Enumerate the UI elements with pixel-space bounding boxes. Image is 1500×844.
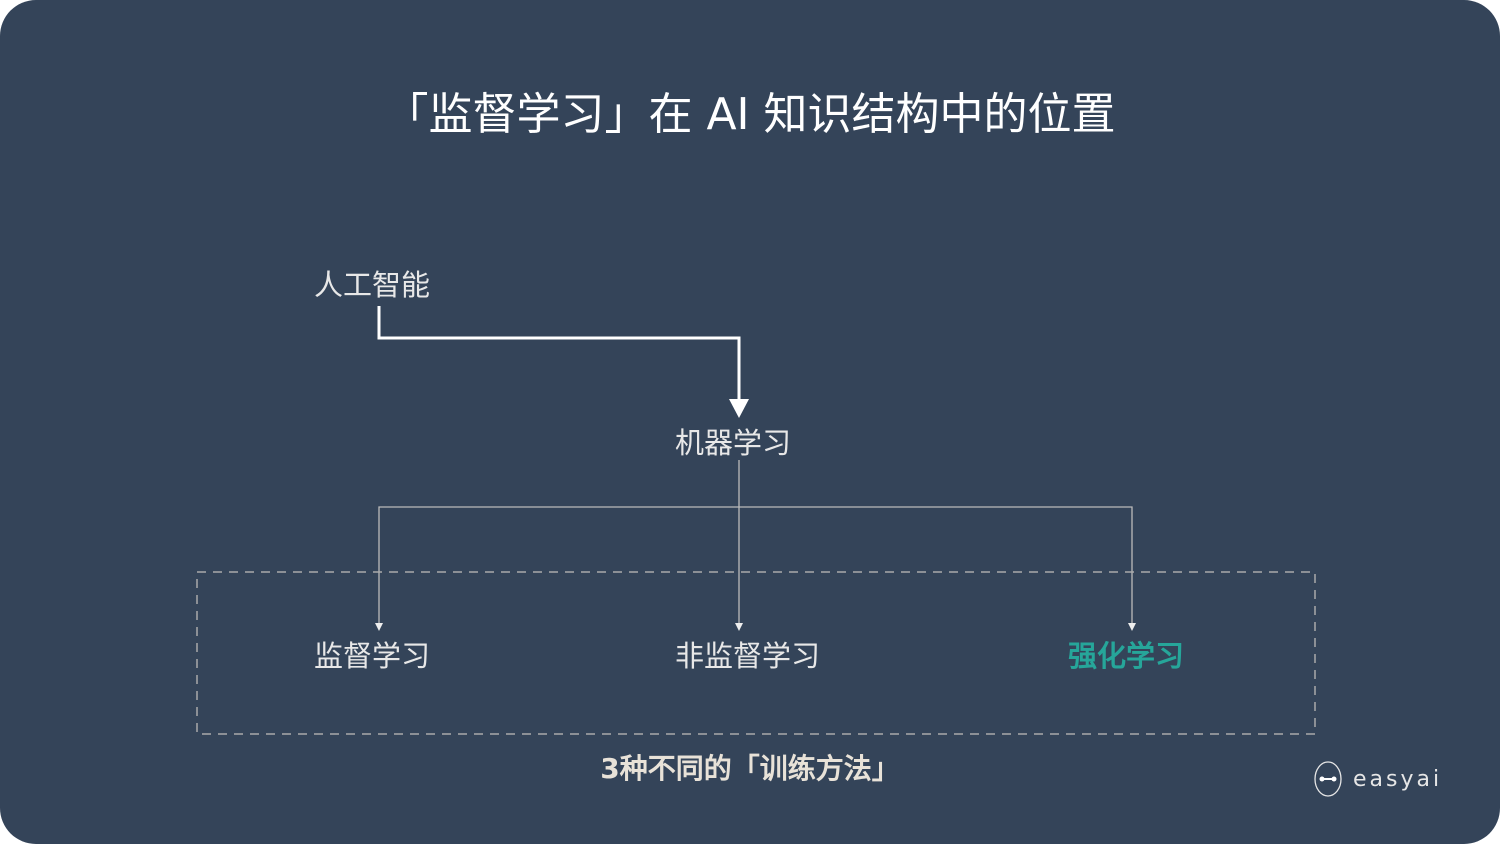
reinforcement-arrowhead (1128, 623, 1136, 631)
brand-logo: easyai (1313, 760, 1442, 798)
ai-to-ml-connector (377, 306, 741, 400)
supervised-arrowhead (375, 623, 383, 631)
unsupervised-arrowhead (735, 623, 743, 631)
easyai-logo-icon (1314, 761, 1342, 797)
slide-title: 「监督学习」在 AI 知识结构中的位置 (384, 89, 1116, 140)
logo-text: easyai (1353, 766, 1443, 792)
node-artificial-intelligence: 人工智能 (314, 268, 431, 302)
branch-connector (378, 506, 1133, 624)
group-caption: 3种不同的「训练方法」 (600, 752, 900, 785)
ml-arrowhead (729, 399, 749, 418)
node-unsupervised-learning: 非监督学习 (675, 639, 821, 673)
node-machine-learning: 机器学习 (675, 426, 792, 460)
node-supervised-learning: 监督学习 (314, 639, 431, 673)
node-reinforcement-learning: 强化学习 (1068, 639, 1185, 673)
